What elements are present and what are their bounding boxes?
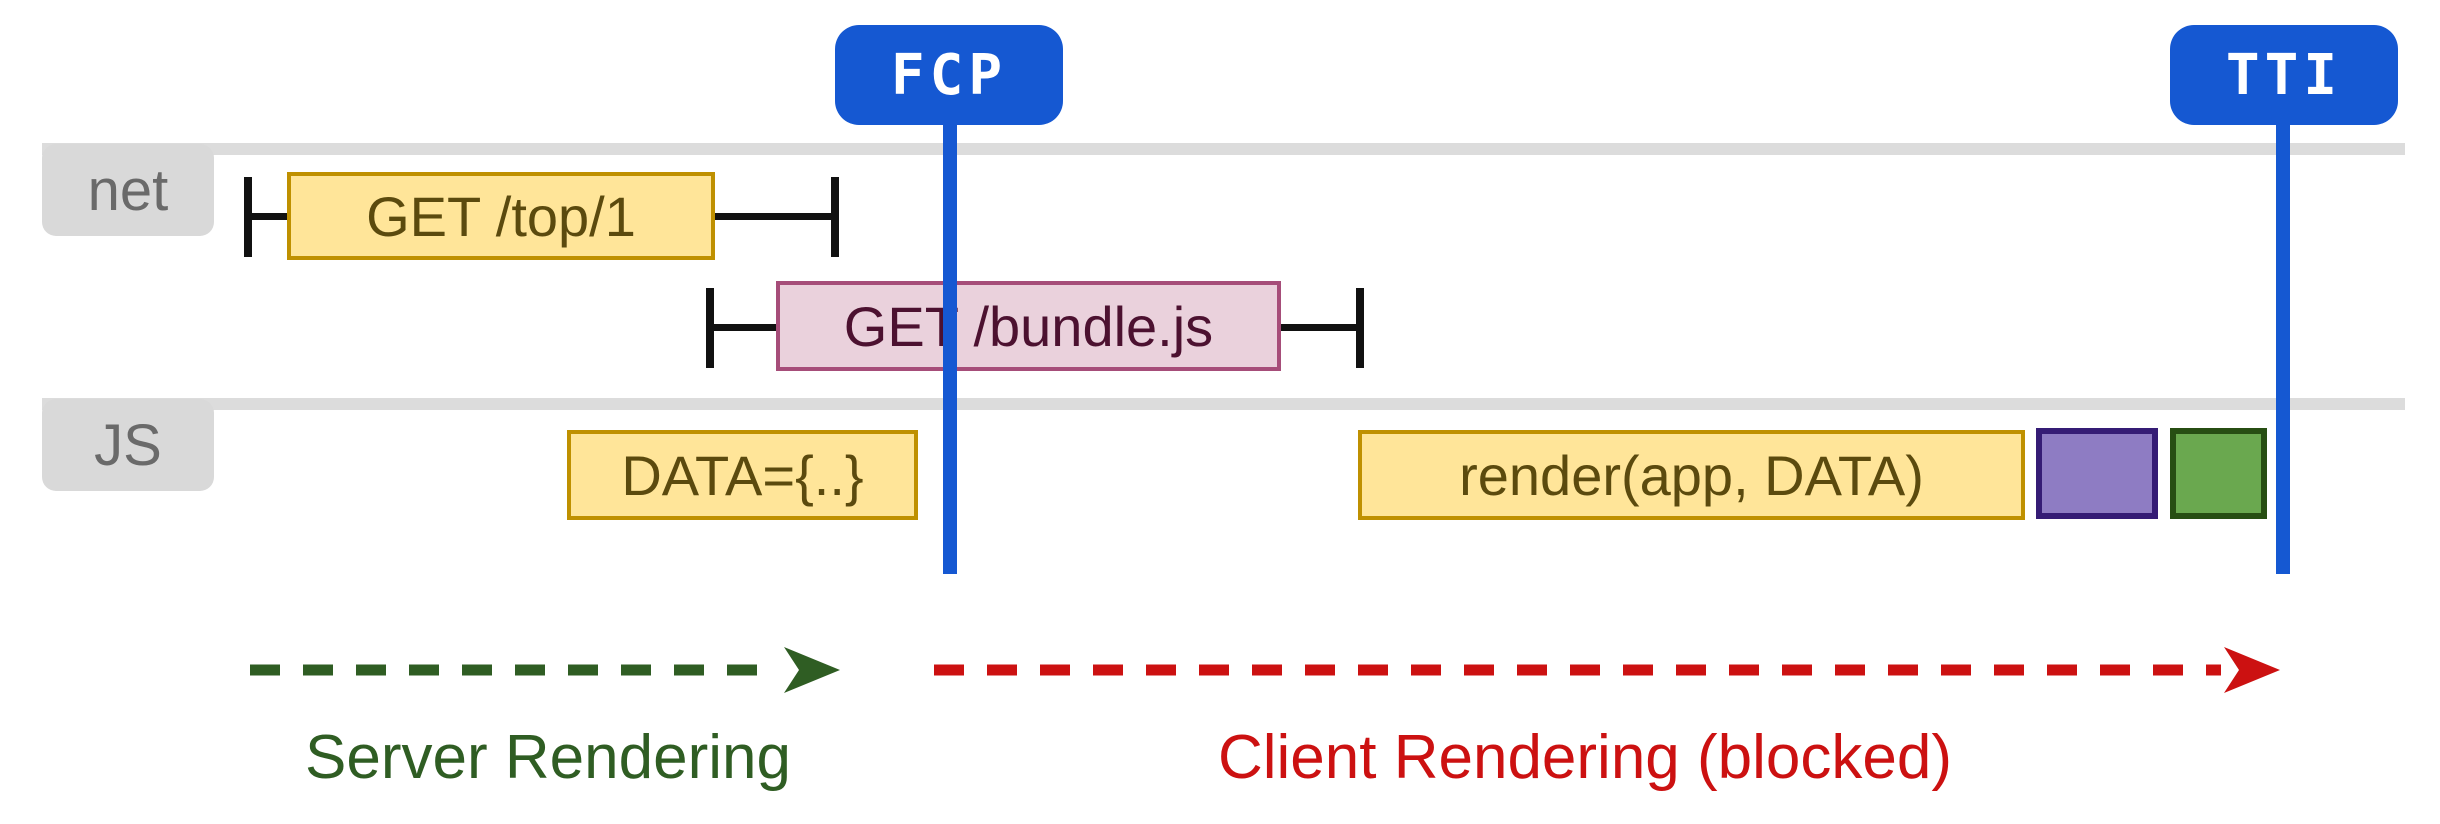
js-task-data-box: DATA={..} bbox=[567, 430, 918, 520]
client-rendering-caption: Client Rendering (blocked) bbox=[1217, 723, 1953, 792]
net-lane-line bbox=[42, 143, 2405, 155]
server-rendering-arrow bbox=[250, 647, 840, 693]
fcp-marker-line bbox=[943, 112, 957, 574]
fcp-badge: FCP bbox=[835, 25, 1063, 125]
client-rendering-arrow bbox=[934, 647, 2280, 693]
request-bundle-box: GET /bundle.js bbox=[776, 281, 1281, 371]
tti-marker-line bbox=[2276, 112, 2290, 574]
request-top1-end-tick bbox=[831, 177, 839, 257]
request-bundle-left-whisker bbox=[710, 324, 776, 331]
js-task-green-box bbox=[2170, 428, 2267, 519]
request-top1-box: GET /top/1 bbox=[287, 172, 715, 260]
js-lane-line bbox=[42, 398, 2405, 410]
js-task-render-box: render(app, DATA) bbox=[1358, 430, 2025, 520]
net-lane-label: net bbox=[42, 144, 214, 236]
js-task-purple-box bbox=[2036, 428, 2158, 519]
request-bundle-right-whisker bbox=[1281, 324, 1360, 331]
request-bundle-end-tick bbox=[1356, 288, 1364, 368]
server-rendering-caption: Server Rendering bbox=[305, 723, 791, 792]
js-lane-label: JS bbox=[42, 399, 214, 491]
tti-badge: TTI bbox=[2170, 25, 2398, 125]
request-top1-right-whisker bbox=[715, 213, 835, 220]
request-top1-left-whisker bbox=[248, 213, 291, 220]
